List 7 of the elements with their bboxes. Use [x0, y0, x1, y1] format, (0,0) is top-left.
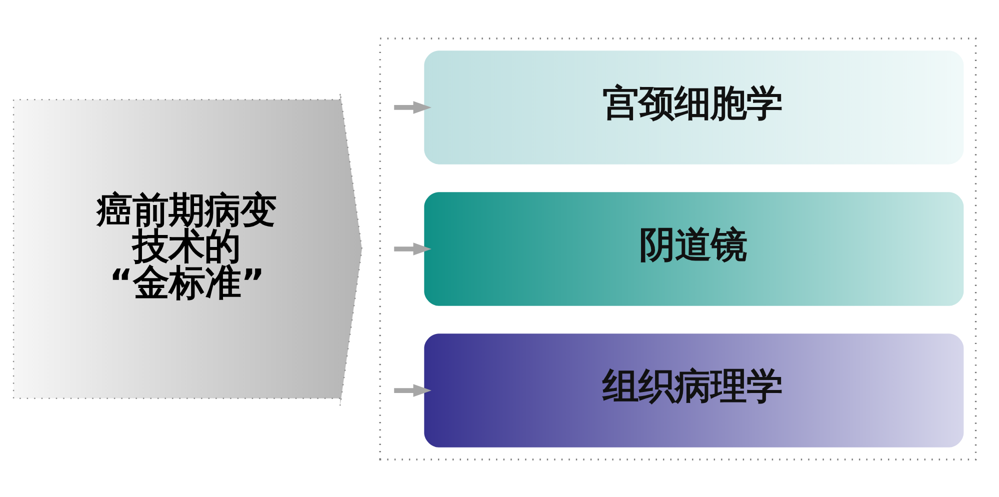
cluster	[379, 37, 977, 460]
node-box: 组织病理学	[424, 333, 964, 447]
node-box: 阴道镜	[424, 192, 964, 306]
node-box: 宫颈细胞学	[424, 50, 964, 164]
arrow	[394, 242, 432, 255]
arrow	[394, 384, 432, 396]
arrow	[394, 100, 432, 114]
